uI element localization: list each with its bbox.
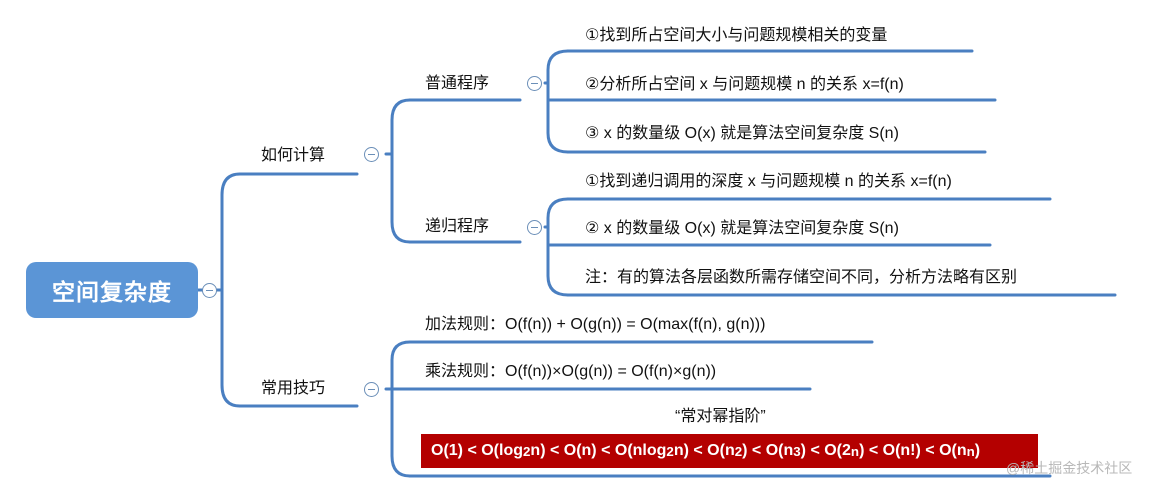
leaf-normal-3: ③ x 的数量级 O(x) 就是算法空间复杂度 S(n) bbox=[585, 125, 899, 142]
root-node[interactable]: 空间复杂度 bbox=[26, 262, 198, 318]
leaf-normal-1: ①找到所占空间大小与问题规模相关的变量 bbox=[585, 27, 888, 44]
leaf-normal-2: ②分析所占空间 x 与问题规模 n 的关系 x=f(n) bbox=[585, 76, 904, 93]
leaf-mnemonic: “常对幂指阶” bbox=[675, 408, 766, 425]
node-how-to-compute[interactable]: 如何计算 bbox=[261, 147, 326, 164]
collapse-icon[interactable] bbox=[527, 76, 542, 91]
node-common-tricks[interactable]: 常用技巧 bbox=[261, 380, 326, 397]
collapse-icon[interactable] bbox=[364, 382, 379, 397]
leaf-recursive-2: ② x 的数量级 O(x) 就是算法空间复杂度 S(n) bbox=[585, 220, 899, 237]
node-normal-program[interactable]: 普通程序 bbox=[425, 75, 490, 92]
node-recursive-program[interactable]: 递归程序 bbox=[425, 218, 490, 235]
collapse-icon[interactable] bbox=[364, 147, 379, 162]
leaf-multiplication-rule: 乘法规则：O(f(n))×O(g(n)) = O(f(n)×g(n)) bbox=[425, 363, 717, 380]
collapse-icon[interactable] bbox=[202, 283, 217, 298]
leaf-recursive-note: 注：有的算法各层函数所需存储空间不同，分析方法略有区别 bbox=[585, 269, 1018, 286]
collapse-icon[interactable] bbox=[527, 220, 542, 235]
watermark: @稀土掘金技术社区 bbox=[1006, 460, 1133, 476]
leaf-recursive-1: ①找到递归调用的深度 x 与问题规模 n 的关系 x=f(n) bbox=[585, 173, 952, 190]
leaf-addition-rule: 加法规则：O(f(n)) + O(g(n)) = O(max(f(n), g(n… bbox=[425, 316, 766, 333]
